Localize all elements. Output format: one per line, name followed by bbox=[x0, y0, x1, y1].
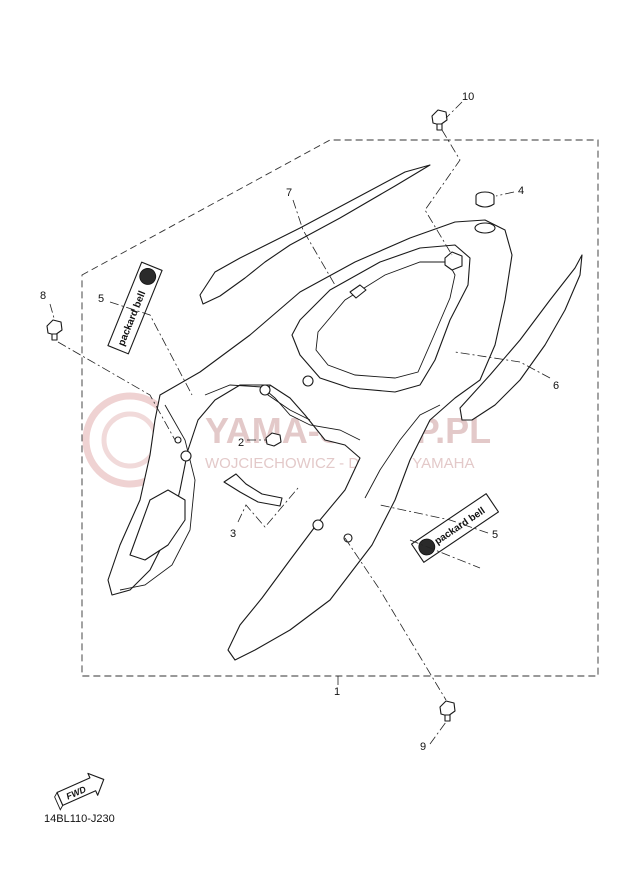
callout-5-lower: 5 bbox=[492, 529, 498, 541]
part-4-cap bbox=[474, 191, 496, 234]
forward-arrow-icon: FWD bbox=[54, 772, 105, 811]
callout-9: 9 bbox=[420, 741, 426, 753]
callout-4: 4 bbox=[518, 185, 524, 197]
callout-7: 7 bbox=[286, 187, 292, 199]
part-1-tail-cowl bbox=[107, 219, 513, 661]
callout-8: 8 bbox=[40, 290, 46, 302]
callout-2: 2 bbox=[238, 437, 244, 449]
part-5-decal-lower: packard bell bbox=[410, 493, 500, 563]
callout-1: 1 bbox=[334, 686, 340, 698]
callout-5-upper: 5 bbox=[98, 293, 104, 305]
part-10-bolt bbox=[431, 109, 448, 131]
part-8-bolt bbox=[46, 319, 63, 341]
part-6-side-strip bbox=[459, 254, 583, 421]
assembly-boundary bbox=[81, 139, 599, 677]
part-2-clip bbox=[265, 432, 282, 447]
diagram-code: 14BL110-J230 bbox=[44, 813, 115, 825]
part-7-trim-strip bbox=[199, 164, 431, 305]
part-3-hose bbox=[223, 473, 283, 507]
callout-6: 6 bbox=[553, 380, 559, 392]
callout-3: 3 bbox=[230, 528, 236, 540]
wire-harness bbox=[204, 384, 361, 441]
leader-lines bbox=[49, 101, 551, 745]
callout-10: 10 bbox=[462, 91, 474, 103]
watermark-subtitle: WOJCIECHOWICZ - DEALER YAMAHA bbox=[205, 455, 474, 472]
part-9-bolt bbox=[439, 700, 456, 722]
part-5-decal-upper: packard bell bbox=[107, 261, 163, 355]
